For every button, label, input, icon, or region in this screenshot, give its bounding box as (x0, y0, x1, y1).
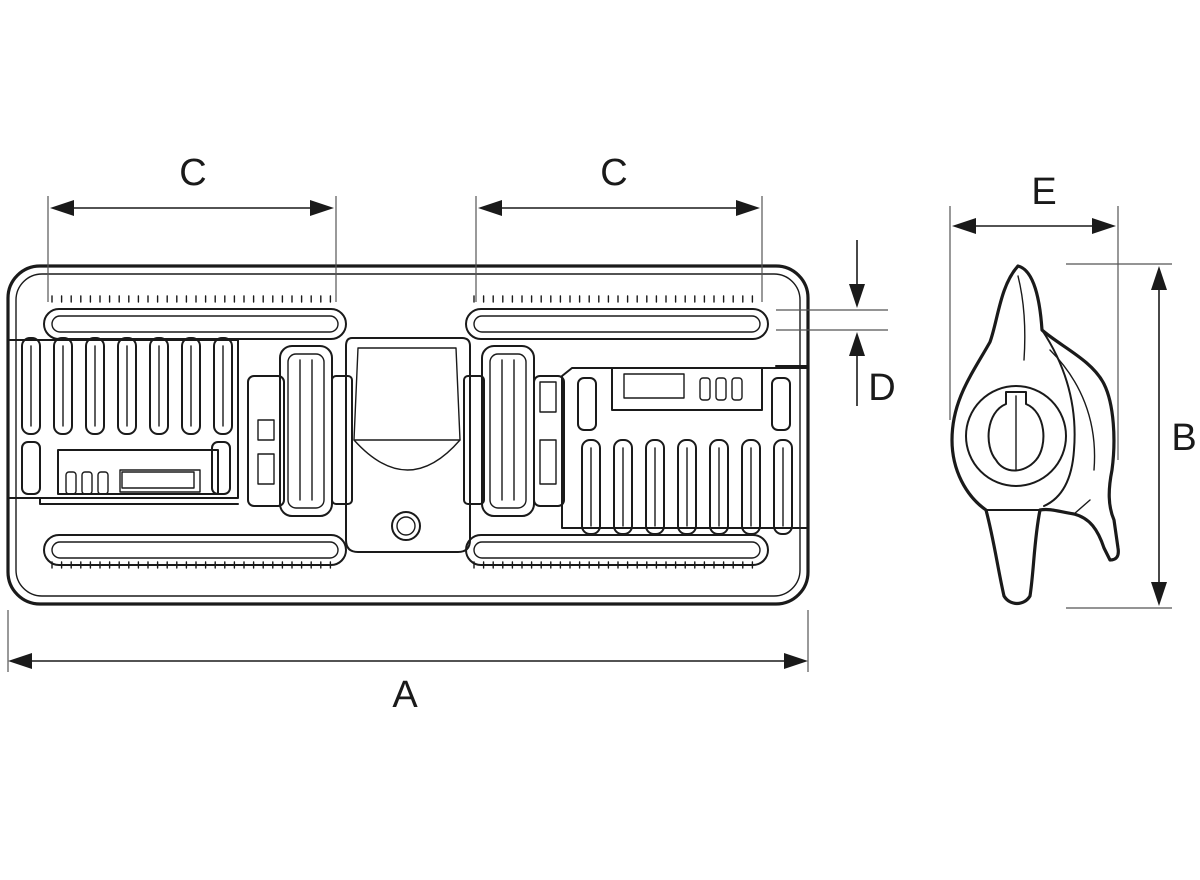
spring-coil (213, 337, 233, 435)
strap-slot-top-left (43, 308, 347, 340)
dimension-c-right (475, 196, 763, 302)
right-cam-roller (463, 345, 565, 517)
spring-coil (677, 439, 697, 535)
center-release-tab (345, 337, 471, 553)
spring-coil (581, 439, 601, 535)
slot-serrations (51, 295, 754, 569)
side-view-keyhole (987, 391, 1045, 472)
dimension-c-left (47, 196, 337, 302)
spring-coil (613, 439, 633, 535)
right-spring-pack (561, 367, 809, 535)
side-view-pivot-ring (965, 385, 1067, 487)
spring-coil (85, 337, 105, 435)
dimension-b (1066, 263, 1172, 609)
dimension-label-c-left: C (179, 152, 206, 194)
dimension-label-e: E (1031, 171, 1056, 213)
strap-slot-bottom-left (43, 534, 347, 566)
dimension-e (949, 206, 1119, 460)
spring-coil (211, 441, 231, 495)
side-view-body (950, 264, 1120, 606)
dimension-a (7, 610, 809, 672)
dimension-label-d: D (868, 367, 895, 409)
spring-coil (577, 377, 597, 431)
strap-slot-top-right (465, 308, 769, 340)
spring-coil (773, 439, 793, 535)
spring-stub (731, 377, 743, 401)
spring-coil (149, 337, 169, 435)
spring-stub (715, 377, 727, 401)
spring-stub (65, 471, 77, 495)
spring-stub (81, 471, 93, 495)
spring-coil (771, 377, 791, 431)
spring-coil (741, 439, 761, 535)
strap-slot-bottom-right (465, 534, 769, 566)
spring-coil (53, 337, 73, 435)
left-spring-pack (9, 337, 239, 499)
spring-coil (21, 337, 41, 435)
dimension-label-b: B (1171, 417, 1196, 459)
spring-coil (709, 439, 729, 535)
spring-coil (181, 337, 201, 435)
left-cam-roller (247, 345, 353, 517)
spring-stub (97, 471, 109, 495)
dimension-label-c-right: C (600, 152, 627, 194)
spring-stub (699, 377, 711, 401)
dimension-d (776, 240, 888, 406)
spring-coil (21, 441, 41, 495)
spring-coil (645, 439, 665, 535)
buckle-side-view (950, 264, 1120, 606)
dimension-label-a: A (392, 674, 418, 716)
buckle-front-view (6, 264, 810, 606)
release-tab-hole (391, 511, 421, 541)
spring-coil (117, 337, 137, 435)
buckle-outer-frame (6, 264, 810, 606)
buckle-inner-frame (15, 273, 801, 597)
